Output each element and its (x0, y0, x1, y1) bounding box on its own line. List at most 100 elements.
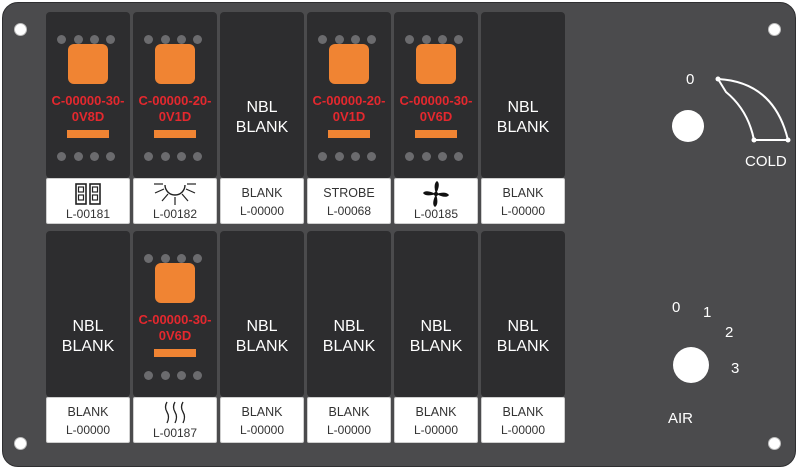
legend-tag: L-00182 (133, 178, 217, 224)
indicator-lamp-icon (329, 44, 369, 84)
indicator-lamp-icon (155, 263, 195, 303)
mounting-hole-icon (14, 23, 27, 36)
sun-rays-icon (134, 181, 216, 207)
dot-icon (106, 152, 115, 161)
cold-label: COLD (745, 153, 787, 170)
dot-icon (74, 35, 83, 44)
fan-icon (395, 181, 477, 207)
dot-icon (57, 152, 66, 161)
part-number: C-00000-30-0V6D (399, 93, 473, 124)
legend-text: STROBE (323, 186, 375, 200)
legend-code: L-00000 (326, 423, 372, 437)
dot-icon (367, 152, 376, 161)
indicator-lamp-icon (155, 44, 195, 84)
legend-code: L-00000 (500, 204, 546, 218)
legend-text: BLANK (241, 186, 283, 200)
air-label-2: 2 (725, 324, 734, 341)
dot-icon (177, 152, 186, 161)
dot-icon (106, 35, 115, 44)
dot-icon (177, 254, 186, 263)
indicator-dots (394, 35, 478, 45)
legend-tag: BLANK L-00000 (394, 397, 478, 443)
rocker-switch-2[interactable]: C-00000-20-0V1D L-00182 (133, 12, 217, 224)
temp-zero-label: 0 (686, 71, 695, 88)
dot-icon (454, 35, 463, 44)
temperature-knob[interactable] (672, 110, 704, 142)
legend-text: BLANK (241, 405, 283, 419)
legend-tag: BLANK L-00000 (220, 397, 304, 443)
dot-icon (57, 35, 66, 44)
legend-code: L-00000 (239, 423, 285, 437)
dot-icon (161, 35, 170, 44)
air-label-0: 0 (672, 299, 681, 316)
dot-icon (422, 35, 431, 44)
mounting-hole-icon (14, 437, 27, 450)
air-label-3: 3 (731, 360, 740, 377)
dot-icon (193, 35, 202, 44)
legend-tag: L-00181 (46, 178, 130, 224)
dual-lamp-icon (47, 181, 129, 207)
dot-icon (422, 152, 431, 161)
indicator-lamp-icon (68, 44, 108, 84)
indicator-bar-icon (154, 349, 196, 357)
dot-icon (161, 254, 170, 263)
dot-icon (367, 35, 376, 44)
part-number: C-00000-20-0V1D (312, 93, 386, 124)
dot-icon (177, 371, 186, 380)
dot-icon (438, 152, 447, 161)
dot-icon (144, 35, 153, 44)
air-label-1: 1 (703, 304, 712, 321)
indicator-dots (133, 254, 217, 264)
legend-text: BLANK (415, 405, 457, 419)
air-title: AIR (668, 410, 694, 427)
dot-icon (193, 152, 202, 161)
dot-icon (405, 35, 414, 44)
dot-icon (405, 152, 414, 161)
legend-code: L-00181 (65, 207, 111, 221)
mounting-hole-icon (768, 437, 781, 450)
dot-icon (177, 35, 186, 44)
air-knob[interactable] (673, 347, 709, 383)
legend-code: L-00000 (239, 204, 285, 218)
legend-text: BLANK (67, 405, 109, 419)
indicator-lamp-icon (416, 44, 456, 84)
legend-tag: BLANK L-00000 (220, 178, 304, 224)
part-number: C-00000-30-0V6D (138, 312, 212, 343)
part-number: C-00000-20-0V1D (138, 93, 212, 124)
dot-icon (144, 371, 153, 380)
dot-icon (318, 35, 327, 44)
cold-arc-icon (715, 76, 791, 143)
rocker-switch-1[interactable]: C-00000-30-0V8D L-00181 (46, 12, 130, 224)
legend-code: L-00182 (152, 207, 198, 221)
dot-icon (90, 152, 99, 161)
indicator-dots (133, 35, 217, 45)
indicator-dots (133, 152, 217, 162)
legend-code: L-00000 (413, 423, 459, 437)
dot-icon (144, 152, 153, 161)
part-number: C-00000-30-0V8D (51, 93, 125, 124)
legend-code: L-00185 (413, 207, 459, 221)
indicator-dots (307, 152, 391, 162)
indicator-dots (46, 152, 130, 162)
dot-icon (454, 152, 463, 161)
dot-icon (351, 35, 360, 44)
rocker-switch-5[interactable]: C-00000-30-0V6D L-00185 (394, 12, 478, 224)
dot-icon (74, 152, 83, 161)
